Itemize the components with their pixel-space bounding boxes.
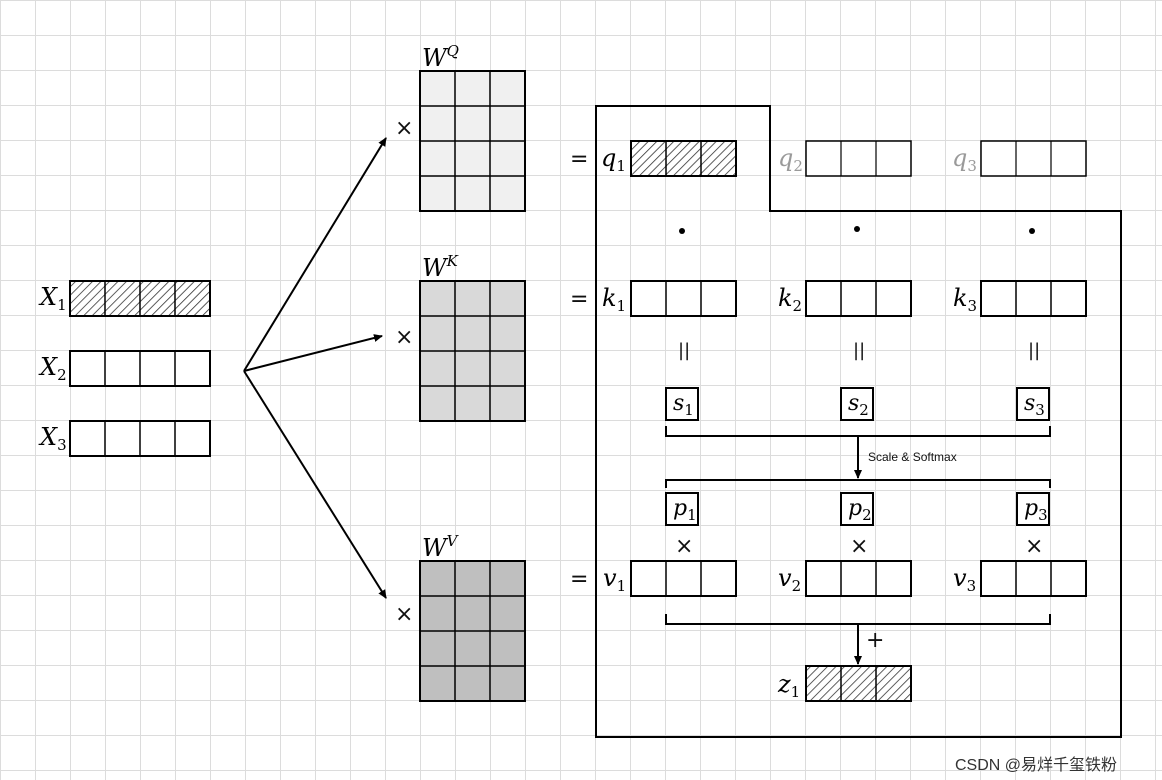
q3-vector — [980, 140, 1087, 177]
computation-outline — [595, 105, 1122, 738]
q1-vector — [630, 140, 737, 177]
times-sign-k: × — [395, 325, 414, 350]
k2-vector — [805, 280, 912, 317]
times-sign-p2: × — [850, 534, 869, 559]
k3-label: k3 — [953, 284, 978, 315]
wq-label: WQ — [422, 42, 459, 72]
s1-box: s1 — [665, 387, 699, 421]
watermark: CSDN @易烊千玺铁粉 — [955, 757, 1118, 774]
q3-label: q3 — [952, 144, 977, 175]
s3-label: s3 — [1024, 391, 1045, 419]
x1-vector — [69, 280, 211, 317]
times-sign-q: × — [395, 116, 414, 141]
p2-box: p2 — [840, 492, 874, 526]
k1-vector — [630, 280, 737, 317]
v2-label: v2 — [778, 564, 802, 595]
v3-label: v3 — [953, 564, 977, 595]
v3-vector — [980, 560, 1087, 597]
q1-label: q1 — [601, 144, 626, 175]
result-marker-1: || — [678, 340, 691, 361]
times-sign-p3: × — [1025, 534, 1044, 559]
times-sign-p1: × — [675, 534, 694, 559]
x1-label: X1 — [40, 283, 67, 314]
v1-vector — [630, 560, 737, 597]
wk-matrix — [419, 280, 526, 422]
p1-box: p1 — [665, 492, 699, 526]
equals-sign-k: = — [570, 287, 589, 312]
q2-label: q2 — [778, 144, 803, 175]
z1-vector — [805, 665, 912, 702]
v1-label: v1 — [603, 564, 627, 595]
q2-vector — [805, 140, 912, 177]
projection-arrows — [243, 137, 387, 599]
s1-label: s1 — [673, 391, 694, 419]
scores-bracket — [665, 426, 1051, 479]
probs-bracket — [665, 479, 1051, 488]
dot-product-1 — [679, 228, 685, 234]
wv-matrix — [419, 560, 526, 702]
scale-softmax-label: Scale & Softmax — [868, 450, 957, 464]
wk-label: WK — [422, 252, 458, 282]
result-marker-3: || — [1028, 340, 1041, 361]
plus-sign: + — [866, 628, 885, 653]
p2-label: p2 — [848, 496, 872, 524]
dot-product-2 — [854, 226, 860, 232]
wv-label: WV — [422, 532, 458, 562]
sum-bracket — [665, 614, 1051, 665]
v2-vector — [805, 560, 912, 597]
equals-sign-v: = — [570, 567, 589, 592]
x3-label: X3 — [40, 423, 67, 454]
k1-label: k1 — [602, 284, 627, 315]
times-sign-v: × — [395, 602, 414, 627]
p3-label: p3 — [1024, 496, 1048, 524]
result-marker-2: || — [853, 340, 866, 361]
x2-vector — [69, 350, 211, 387]
wq-matrix — [419, 70, 526, 212]
k3-vector — [980, 280, 1087, 317]
x3-vector — [69, 420, 211, 457]
z1-label: z1 — [778, 670, 801, 701]
dot-product-3 — [1029, 228, 1035, 234]
equals-sign-q: = — [570, 147, 589, 172]
s3-box: s3 — [1016, 387, 1050, 421]
p3-box: p3 — [1016, 492, 1050, 526]
k2-label: k2 — [778, 284, 803, 315]
s2-box: s2 — [840, 387, 874, 421]
p1-label: p1 — [673, 496, 697, 524]
s2-label: s2 — [848, 391, 869, 419]
x2-label: X2 — [40, 353, 67, 384]
